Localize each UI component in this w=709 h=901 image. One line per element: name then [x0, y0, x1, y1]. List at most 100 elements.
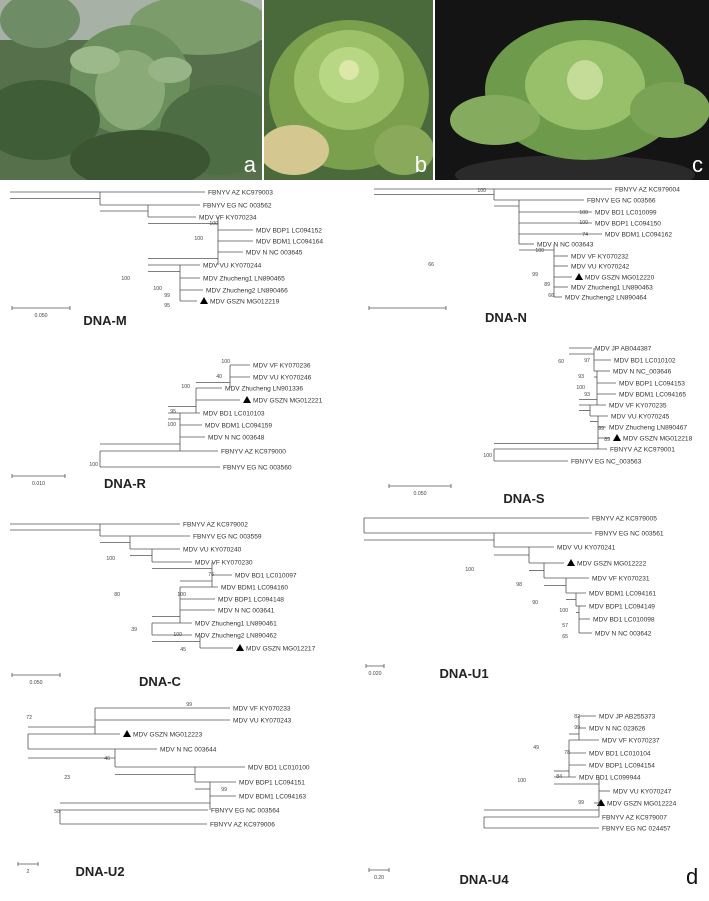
leaf-label: MDV BDP1 LC094153	[619, 380, 685, 387]
bootstrap-value: 99	[598, 426, 604, 432]
leaf-label: MDV GSZN MG012222	[577, 560, 647, 567]
bootstrap-value: 89	[544, 282, 550, 288]
bootstrap-value: 99	[532, 272, 538, 278]
bootstrap-value: 46	[104, 756, 110, 762]
bootstrap-value: 100	[177, 592, 186, 598]
leaf-label: MDV Zhucheng LN890467	[609, 424, 687, 431]
leaf-label: MDV BDM1 LC094160	[221, 584, 288, 591]
scale-label: 0.010	[32, 481, 45, 487]
panel-label-c: c	[692, 152, 703, 177]
bootstrap-value: 82	[574, 714, 580, 720]
bootstrap-value: 72	[26, 715, 32, 721]
leaf-label: MDV VF KY070233	[233, 705, 291, 712]
tree-title: DNA-S	[503, 491, 544, 506]
leaf-label: MDV GSZN MG012223	[133, 731, 203, 738]
scale-label: 0.20	[374, 875, 384, 881]
bootstrap-value: 40	[216, 374, 222, 380]
bootstrap-value: 98	[516, 582, 522, 588]
leaf-label: MDV VF KY070231	[592, 575, 650, 582]
leaf-label: MDV BD1 LC010104	[589, 750, 651, 757]
leaf-label: MDV BD1 LC010099	[595, 209, 657, 216]
scale-label: 0.050	[414, 491, 427, 497]
leaf-label: MDV N NC_003646	[613, 368, 672, 375]
bootstrap-value: 93	[584, 392, 590, 398]
leaf-label: MDV N NC 003644	[160, 746, 217, 753]
bootstrap-value: 45	[180, 647, 186, 653]
bootstrap-value: 66	[548, 293, 554, 299]
leaf-label: MDV BDM1 LC094163	[239, 793, 306, 800]
leaf-label: MDV N NC 003643	[537, 241, 594, 248]
leaf-label: MDV VF KY070232	[571, 253, 629, 260]
scale-label: 0.050	[35, 313, 48, 319]
leaf-label: MDV N NC 003645	[246, 249, 303, 256]
tree-title: DNA-N	[485, 310, 527, 325]
bootstrap-value: 100	[517, 778, 526, 784]
leaf-label: MDV N NC 023626	[589, 725, 646, 732]
photo-panel-b: b	[264, 0, 433, 180]
leaf-label: MDV BDP1 LC094150	[595, 220, 661, 227]
leaf-label: MDV VU KY070240	[183, 546, 242, 553]
bootstrap-value: 100	[167, 422, 176, 428]
bootstrap-value: 57	[562, 623, 568, 629]
leaf-label: MDV VF KY070237	[602, 737, 660, 744]
bootstrap-value: 100	[465, 567, 474, 573]
bootstrap-value: 99	[186, 702, 192, 708]
leaf-label: MDV BDM1 LC094162	[605, 231, 672, 238]
leaf-label: FBNYV EG NC 024457	[602, 825, 671, 832]
triangle-marker-icon	[613, 434, 621, 441]
leaf-label: MDV Zhucheng2 LN890466	[206, 287, 288, 294]
leaf-label: MDV VU KY070241	[557, 544, 616, 551]
leaf-label: MDV VF KY070230	[195, 559, 253, 566]
leaf-label: MDV BDM1 LC094164	[256, 238, 323, 245]
triangle-marker-icon	[575, 273, 583, 280]
bootstrap-value: 90	[532, 600, 538, 606]
bootstrap-value: 100	[181, 384, 190, 390]
leaf-label: MDV GSZN MG012220	[585, 274, 655, 281]
leaf-label: MDV VU KY070243	[233, 717, 292, 724]
leaf-label: FBNYV AZ KC979007	[602, 814, 667, 821]
leaf-label: MDV VF KY070235	[609, 402, 667, 409]
leaf-label: FBNYV AZ KC979004	[615, 186, 680, 193]
triangle-marker-icon	[243, 396, 251, 403]
leaf-label: MDV GSZN MG012224	[607, 800, 677, 807]
bootstrap-value: 100	[153, 286, 162, 292]
leaf-label: MDV VU KY070245	[611, 413, 670, 420]
bootstrap-value: 80	[114, 592, 120, 598]
scale-label: 2	[27, 869, 30, 875]
bootstrap-value: 99	[221, 787, 227, 793]
tree-title: DNA-C	[139, 674, 181, 689]
bootstrap-value: 100	[477, 188, 486, 194]
leaf-label: FBNYV AZ KC979001	[610, 446, 675, 453]
leaf-label: MDV BDP1 LC094154	[589, 762, 655, 769]
leaf-label: MDV N NC 003641	[218, 607, 275, 614]
panel-label-a: a	[243, 152, 256, 177]
bootstrap-value: 76	[208, 572, 214, 578]
leaf-label: FBNYV AZ KC979002	[183, 521, 248, 528]
leaf-label: MDV GSZN MG012219	[210, 298, 280, 305]
triangle-marker-icon	[200, 297, 208, 304]
leaf-label: FBNYV EG NC 003559	[193, 533, 262, 540]
bootstrap-value: 99	[164, 293, 170, 299]
bootstrap-value: 100	[579, 220, 588, 226]
bootstrap-value: 100	[579, 210, 588, 216]
tree-title: DNA-U1	[439, 666, 488, 681]
leaf-label: MDV BD1 LC099944	[579, 774, 641, 781]
panel-label-d: d	[686, 864, 699, 889]
bootstrap-value: 39	[131, 627, 137, 633]
leaf-label: MDV BDP1 LC094148	[218, 596, 284, 603]
leaf-label: MDV N NC 003648	[208, 434, 265, 441]
tobacco-plant-image-a	[0, 0, 262, 180]
leaf-label: MDV BDM1 LC094159	[205, 422, 272, 429]
triangle-marker-icon	[597, 799, 605, 806]
bootstrap-value: 100	[576, 385, 585, 391]
leaf-label: MDV GSZN MG012218	[623, 435, 693, 442]
leaf-label: MDV BDM1 LC094165	[619, 391, 686, 398]
leaf-label: MDV Zhucheng1 LN890465	[203, 275, 285, 282]
